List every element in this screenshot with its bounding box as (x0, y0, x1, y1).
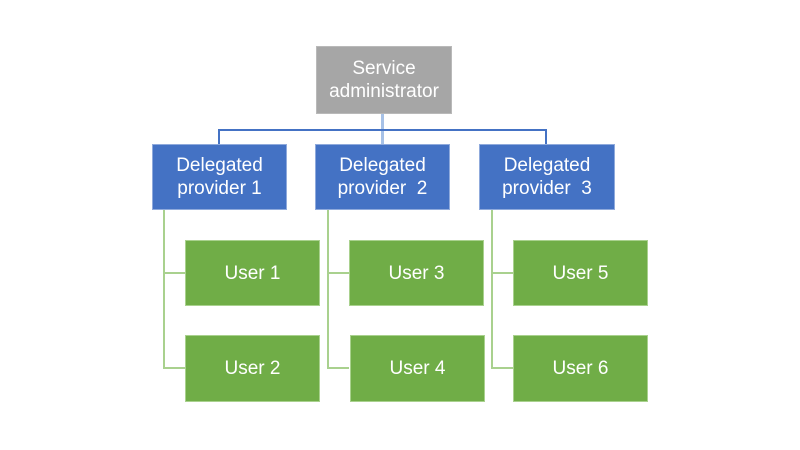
connector-provider2-to-user3 (329, 272, 349, 274)
connector-provider1-to-user2 (165, 367, 185, 369)
user-3-box: User 3 (349, 240, 484, 306)
user-4-box: User 4 (350, 335, 485, 402)
user-4-label: User 4 (389, 358, 446, 379)
user-1-label: User 1 (224, 262, 281, 284)
user-3-label: User 3 (388, 262, 445, 284)
connector-provider1-to-user1 (165, 272, 185, 274)
service-administrator-label: Service administrator (329, 58, 439, 102)
user-2-label: User 2 (224, 358, 281, 379)
delegated-provider-1-label: Delegated provider 1 (176, 155, 269, 199)
connector-provider2-vertical (327, 210, 329, 369)
connector-provider3-to-user6 (493, 367, 513, 369)
connector-drop-to-provider1 (218, 130, 220, 144)
user-1-box: User 1 (185, 240, 320, 306)
user-5-box: User 5 (513, 240, 648, 306)
delegated-provider-2-label: Delegated provider 2 (337, 155, 432, 199)
connector-provider3-to-user5 (493, 272, 513, 274)
service-administrator-box: Service administrator (316, 46, 452, 114)
user-2-box: User 2 (185, 335, 320, 402)
delegated-provider-3-label: Delegated provider 3 (502, 155, 596, 199)
user-6-box: User 6 (513, 335, 648, 402)
connector-provider1-vertical (163, 210, 165, 369)
delegated-provider-1-box: Delegated provider 1 (152, 144, 287, 210)
delegated-provider-3-box: Delegated provider 3 (479, 144, 615, 210)
connector-admin-horizontal-bar (218, 129, 547, 131)
user-6-label: User 6 (552, 358, 609, 379)
connector-admin-to-provider2 (381, 113, 384, 144)
user-5-label: User 5 (552, 262, 609, 284)
connector-drop-to-provider3 (545, 130, 547, 144)
connector-provider2-to-user4 (329, 367, 349, 369)
delegated-provider-2-box: Delegated provider 2 (315, 144, 450, 210)
connector-provider3-vertical (491, 210, 493, 369)
